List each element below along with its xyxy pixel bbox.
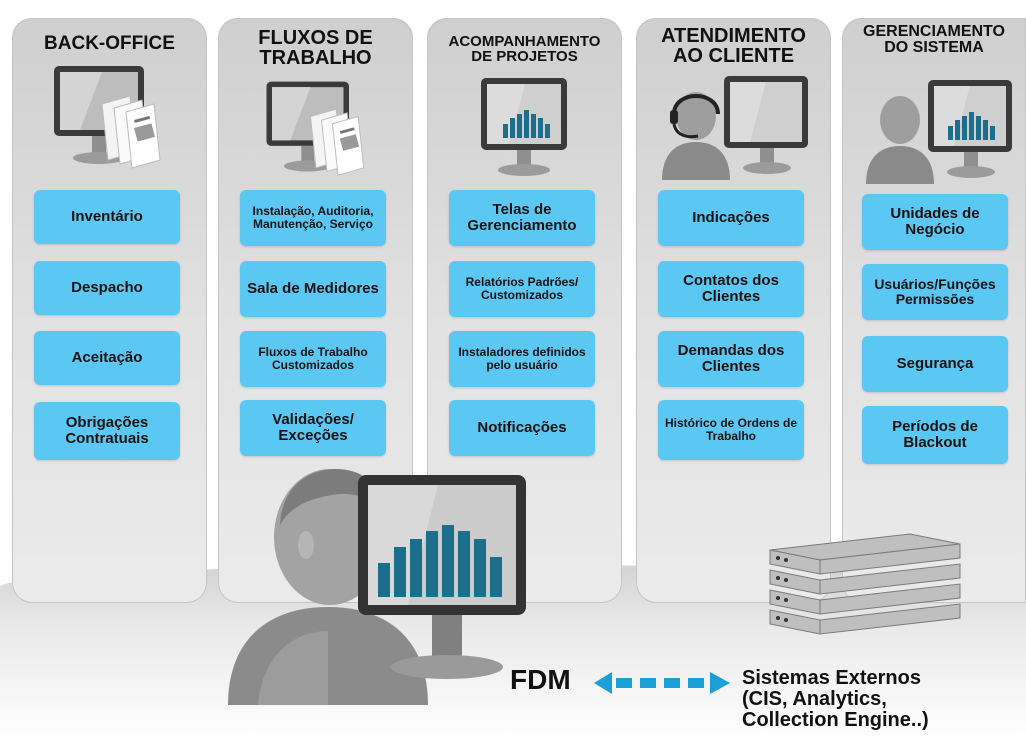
server-rack-icon xyxy=(769,533,961,635)
item-demandas-dos-clientes: Demandas dos Clientes xyxy=(658,331,804,387)
support-agent-monitor-icon xyxy=(662,76,808,180)
column-title: ATENDIMENTO AO CLIENTE xyxy=(661,25,806,68)
item-seguranca: Segurança xyxy=(862,336,1008,392)
external-systems-label: Sistemas Externos (CIS, Analytics, Colle… xyxy=(742,667,929,732)
column-title: FLUXOS DE TRABALHO xyxy=(258,27,373,70)
item-contatos-dos-clientes: Contatos dos Clientes xyxy=(658,261,804,317)
column-title: GERENCIAMENTO DO SISTEMA xyxy=(863,23,1005,57)
monitor-documents-icon xyxy=(266,81,365,176)
bar-chart-icon xyxy=(378,525,502,597)
item-notificacoes: Notificações xyxy=(449,400,595,456)
monitor-documents-icon xyxy=(54,66,161,169)
item-validacoes-excecoes: Validações/ Exceções xyxy=(240,400,386,456)
item-fluxos-customizados: Fluxos de Trabalho Customizados xyxy=(240,331,386,387)
column-gerenciamento-do-sistema: GERENCIAMENTO DO SISTEMA Unidades de Neg… xyxy=(842,18,1026,603)
item-indicacoes: Indicações xyxy=(658,190,804,246)
monitor-chart-icon xyxy=(481,78,567,176)
item-telas-de-gerenciamento: Telas de Gerenciamento xyxy=(449,190,595,246)
column-title: ACOMPANHAMENTO DE PROJETOS xyxy=(448,33,601,66)
item-sala-de-medidores: Sala de Medidores xyxy=(240,261,386,317)
item-unidades-de-negocio: Unidades de Negócio xyxy=(862,194,1008,250)
item-aceitacao: Aceitação xyxy=(34,331,180,385)
item-relatorios: Relatórios Padrões/ Customizados xyxy=(449,261,595,317)
admin-user-monitor-icon xyxy=(866,80,1012,184)
column-title: BACK-OFFICE xyxy=(44,33,175,54)
item-instalacao-auditoria: Instalação, Auditoria, Manutenção, Servi… xyxy=(240,190,386,246)
item-usuarios-funcoes: Usuários/Funções Permissões xyxy=(862,264,1008,320)
bidirectional-arrow-icon xyxy=(594,672,730,694)
column-atendimento-ao-cliente: ATENDIMENTO AO CLIENTE Indicações Contat… xyxy=(636,18,831,603)
item-instaladores: Instaladores definidos pelo usuário xyxy=(449,331,595,387)
item-periodos-de-blackout: Períodos de Blackout xyxy=(862,406,1008,464)
fdm-label: FDM xyxy=(510,664,571,695)
item-inventario: Inventário xyxy=(34,190,180,244)
item-despacho: Despacho xyxy=(34,261,180,315)
user-computer-illustration xyxy=(228,469,526,705)
column-back-office: BACK-OFFICE Inventário Despacho Aceitaçã… xyxy=(12,18,207,603)
item-historico-de-ordens: Histórico de Ordens de Trabalho xyxy=(658,400,804,460)
item-obrigacoes-contratuais: Obrigações Contratuais xyxy=(34,402,180,460)
